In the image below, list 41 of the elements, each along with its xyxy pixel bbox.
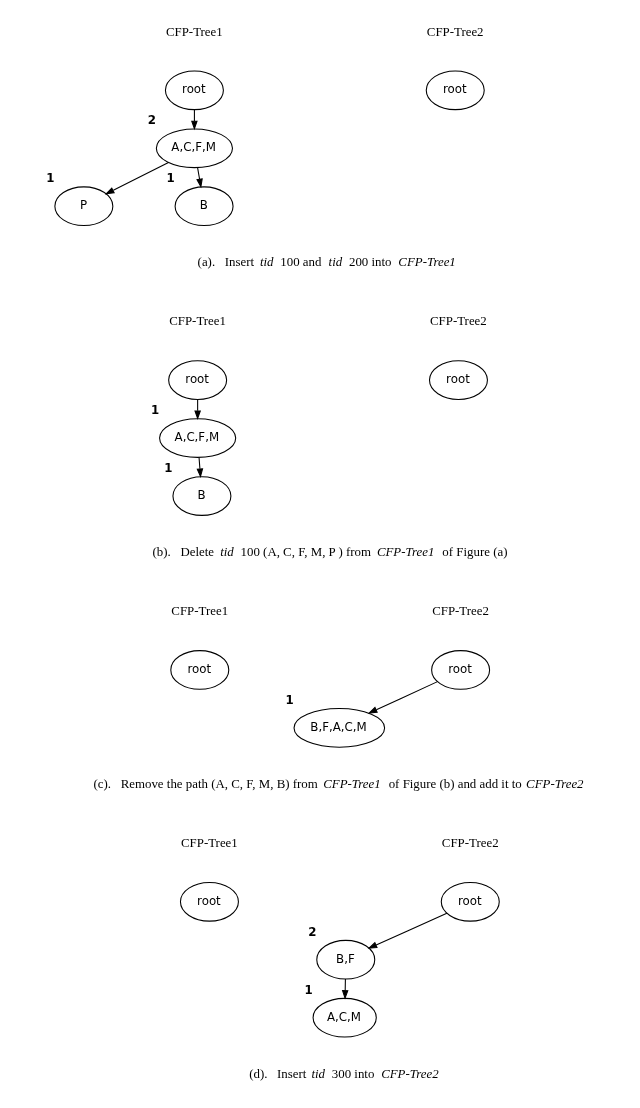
label: CFP-Tree2 <box>432 604 489 619</box>
node-ellipse: root <box>428 360 488 400</box>
node-label: 2 <box>308 924 317 939</box>
arrow <box>196 456 204 479</box>
node-ellipse: root <box>440 881 500 922</box>
node-ellipse: root <box>164 70 224 111</box>
node-ellipse: root <box>170 650 230 690</box>
arrow <box>196 167 203 189</box>
node-label: 1 <box>304 982 313 997</box>
label: CFP-Tree2 <box>441 836 499 851</box>
arrow <box>341 978 349 1000</box>
label: CFP-Tree1 <box>169 314 226 329</box>
node-label: 2 <box>147 113 156 128</box>
node-label: 1 <box>285 693 294 708</box>
node-ellipse: root <box>179 881 239 922</box>
label: CFP-Tree1 <box>165 24 223 39</box>
label: (c). Remove the path (A, C, F, M, B) from CFP-Tree1 of Figure (b) and add it to CFP-Tree2 <box>93 777 584 792</box>
node-label: 1 <box>150 403 160 418</box>
label: (b). Delete tid 100 (A, C, F, M, P ) from CFP-Tree1 of Figure (a) <box>152 545 508 560</box>
arrow <box>191 109 198 131</box>
label: CFP-Tree1 <box>171 604 229 619</box>
arrow <box>194 398 202 421</box>
node-ellipse: A,C,F,M <box>159 418 237 458</box>
label: CFP-Tree2 <box>430 314 487 329</box>
arrow <box>367 681 439 714</box>
node-ellipse: root <box>431 650 491 690</box>
arrow <box>367 912 448 949</box>
label: (d). Insert tid 300 into CFP-Tree2 <box>249 1066 439 1081</box>
node-ellipse: root <box>425 70 485 111</box>
node-label: 1 <box>166 171 175 186</box>
node-ellipse: A,C,F,M <box>155 128 233 169</box>
node-ellipse: A,C,M <box>312 997 377 1038</box>
node-label: 1 <box>46 171 55 186</box>
node-label: 1 <box>164 461 173 476</box>
arrow <box>104 161 170 195</box>
node-ellipse: root <box>168 360 228 400</box>
label: CFP-Tree1 <box>181 836 238 851</box>
node-ellipse: B <box>172 476 232 516</box>
node-ellipse: B <box>174 186 234 227</box>
label: (a). Insert tid 100 and tid 200 into CFP-Tree1 <box>197 255 456 270</box>
label: CFP-Tree2 <box>426 24 484 39</box>
